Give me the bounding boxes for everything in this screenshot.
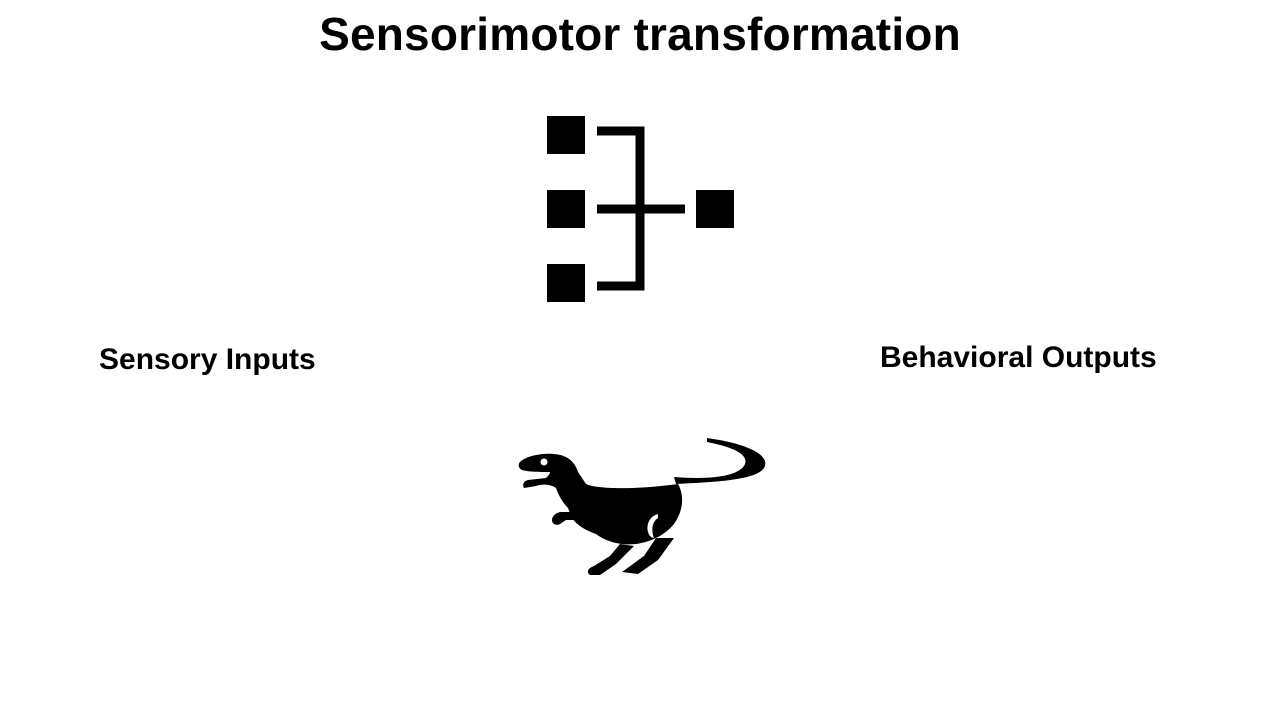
dinosaur-eye (540, 458, 548, 466)
dinosaur-front-leg (587, 544, 634, 575)
sensory-inputs-label: Sensory Inputs (99, 343, 316, 376)
dinosaur-body (518, 453, 683, 545)
slide-title: Sensorimotor transformation (319, 8, 961, 60)
input-node-top (547, 116, 585, 154)
dinosaur-back-leg (622, 538, 674, 574)
dinosaur-icon (518, 438, 766, 575)
dinosaur-arm (552, 512, 580, 525)
output-node (696, 190, 734, 228)
dinosaur-leg-crease (647, 514, 658, 538)
dinosaur-tail (674, 438, 766, 484)
input-node-middle (547, 190, 585, 228)
hierarchy-network-icon (547, 116, 734, 302)
behavioral-outputs-label: Behavioral Outputs (880, 341, 1157, 374)
input-node-bottom (547, 264, 585, 302)
